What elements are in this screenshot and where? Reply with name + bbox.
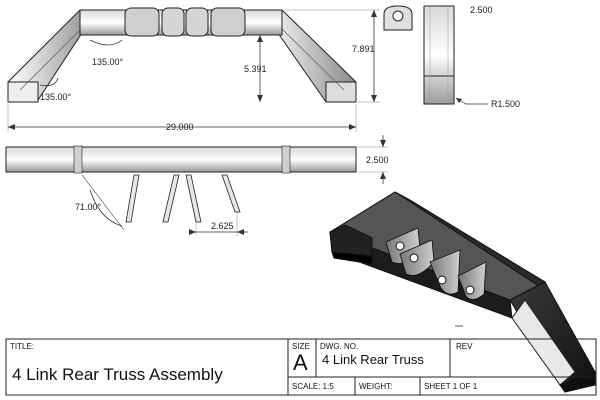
- front-view: 2.500 71.00° 2.625: [5, 135, 389, 236]
- drawing-title: 4 Link Rear Truss Assembly: [12, 365, 223, 384]
- dwg-no-label: DWG. NO.: [320, 342, 359, 351]
- top-view-right-foot: [325, 81, 357, 103]
- front-view-bar: [5, 146, 357, 173]
- top-view-left-foot: [7, 81, 39, 103]
- dim-height-outer: 7.891: [352, 44, 375, 54]
- dim-angle-top-2: 135.00°: [40, 92, 72, 102]
- front-view-brackets: [125, 174, 241, 223]
- dim-angle-top-1: 135.00°: [92, 57, 124, 67]
- dim-front-height: 2.500: [366, 155, 389, 165]
- dim-bracket-spacing: 2.625: [211, 221, 234, 231]
- rev-label: REV: [456, 342, 473, 351]
- weight-label: WEIGHT:: [359, 382, 393, 391]
- dim-width-total: 29.000: [166, 122, 194, 132]
- sheet-number: SHEET 1 OF 1: [424, 382, 478, 391]
- side-view: 2.500 R1.500: [383, 2, 520, 109]
- dim-angle-bracket: 71.00°: [75, 202, 102, 212]
- size-label: SIZE: [292, 342, 310, 351]
- side-view-tube: [423, 5, 455, 105]
- dim-radius: R1.500: [491, 99, 520, 109]
- isometric-view: [328, 191, 596, 393]
- sheet-size: A: [293, 350, 308, 375]
- title-label: TITLE:: [10, 342, 35, 351]
- dim-side-width: 2.500: [470, 5, 493, 15]
- scale-label: SCALE: 1:5: [292, 382, 334, 391]
- top-view: 135.00° 135.00° 5.391 7.891 29.000: [7, 7, 380, 132]
- title-block-frame: [5, 338, 597, 396]
- dim-height-inner: 5.391: [244, 64, 267, 74]
- drawing-number: 4 Link Rear Truss: [322, 352, 424, 367]
